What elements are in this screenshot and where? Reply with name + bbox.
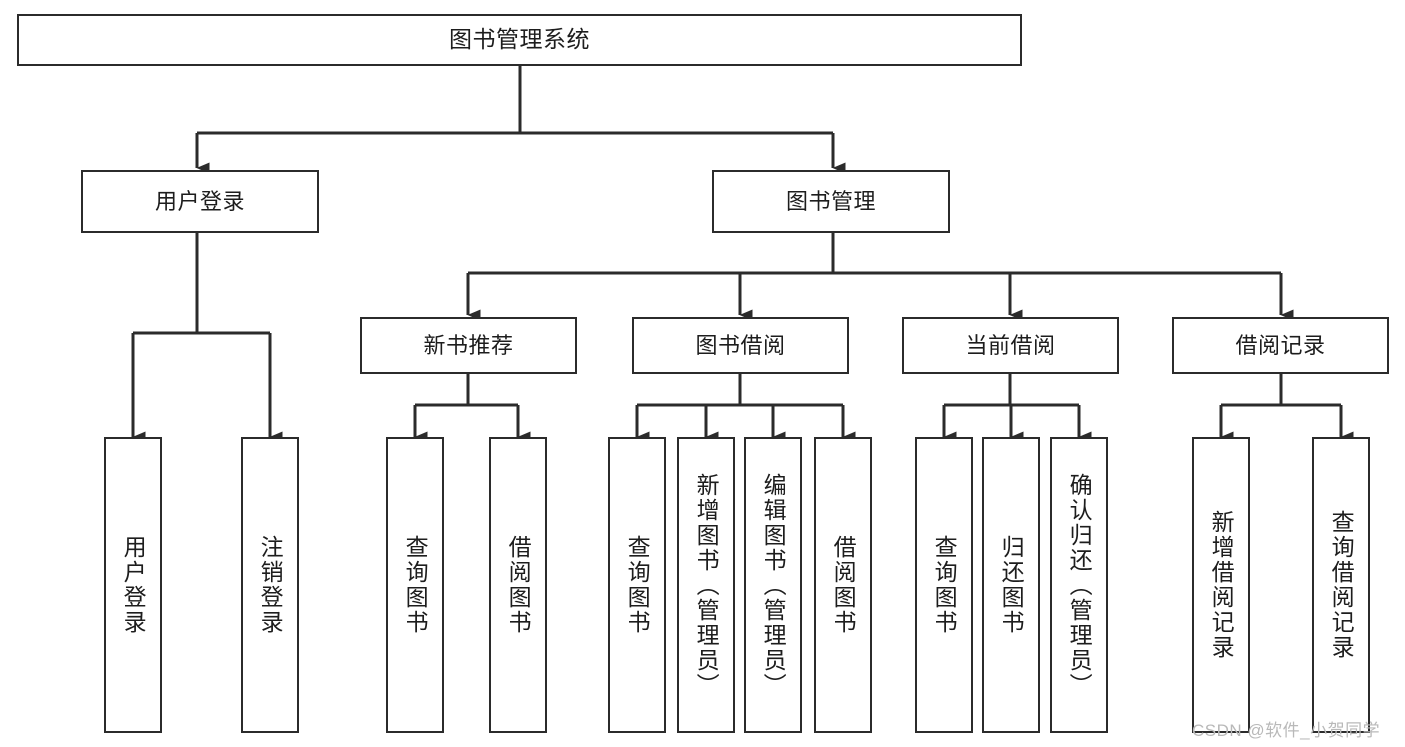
node-leaf-query-book-new-book[interactable]: 查询图书: [386, 437, 444, 733]
node-label: 新书推荐: [423, 332, 514, 358]
node-label: 图书管理系统: [449, 26, 590, 53]
node-label: 借阅记录: [1235, 332, 1326, 358]
node-leaf-borrow-book-new-book[interactable]: 借阅图书: [489, 437, 547, 733]
node-label: 归还图书: [998, 535, 1025, 635]
node-book-management[interactable]: 图书管理: [712, 170, 950, 233]
node-leaf-logout[interactable]: 注销登录: [241, 437, 299, 733]
node-leaf-query-book-borrow[interactable]: 查询图书: [608, 437, 666, 733]
node-label: 用户登录: [154, 188, 245, 214]
node-label: 查询图书: [402, 535, 429, 635]
node-label: 图书借阅: [695, 332, 786, 358]
node-user-login[interactable]: 用户登录: [81, 170, 319, 233]
node-label: 借阅图书: [830, 535, 857, 635]
node-label: 借阅图书: [505, 535, 532, 635]
node-leaf-query-borrow-record[interactable]: 查询借阅记录: [1312, 437, 1370, 733]
node-label: 注销登录: [257, 535, 284, 635]
node-label: 查询图书: [931, 535, 958, 635]
node-label: 查询图书: [624, 535, 651, 635]
node-label: 编辑图书（管理员）: [760, 472, 787, 698]
node-leaf-add-book-admin[interactable]: 新增图书（管理员）: [677, 437, 735, 733]
node-label: 当前借阅: [965, 332, 1056, 358]
node-leaf-confirm-return-admin[interactable]: 确认归还（管理员）: [1050, 437, 1108, 733]
node-borrowing-record[interactable]: 借阅记录: [1172, 317, 1389, 374]
node-new-book-recommendation[interactable]: 新书推荐: [360, 317, 577, 374]
node-label: 确认归还（管理员）: [1066, 472, 1093, 698]
node-leaf-return-book[interactable]: 归还图书: [982, 437, 1040, 733]
node-label: 用户登录: [120, 535, 147, 635]
node-leaf-borrow-book[interactable]: 借阅图书: [814, 437, 872, 733]
node-label: 新增图书（管理员）: [693, 472, 720, 698]
node-label: 图书管理: [785, 188, 876, 214]
node-label: 新增借阅记录: [1208, 510, 1235, 660]
node-book-borrowing[interactable]: 图书借阅: [632, 317, 849, 374]
node-leaf-add-borrow-record[interactable]: 新增借阅记录: [1192, 437, 1250, 733]
node-current-borrowing[interactable]: 当前借阅: [902, 317, 1119, 374]
csdn-watermark: CSDN @软件_小贺同学: [1192, 721, 1381, 740]
node-label: 查询借阅记录: [1328, 510, 1355, 660]
node-leaf-query-book-current[interactable]: 查询图书: [915, 437, 973, 733]
node-leaf-user-login[interactable]: 用户登录: [104, 437, 162, 733]
node-leaf-edit-book-admin[interactable]: 编辑图书（管理员）: [744, 437, 802, 733]
node-root-book-management-system[interactable]: 图书管理系统: [17, 14, 1022, 66]
